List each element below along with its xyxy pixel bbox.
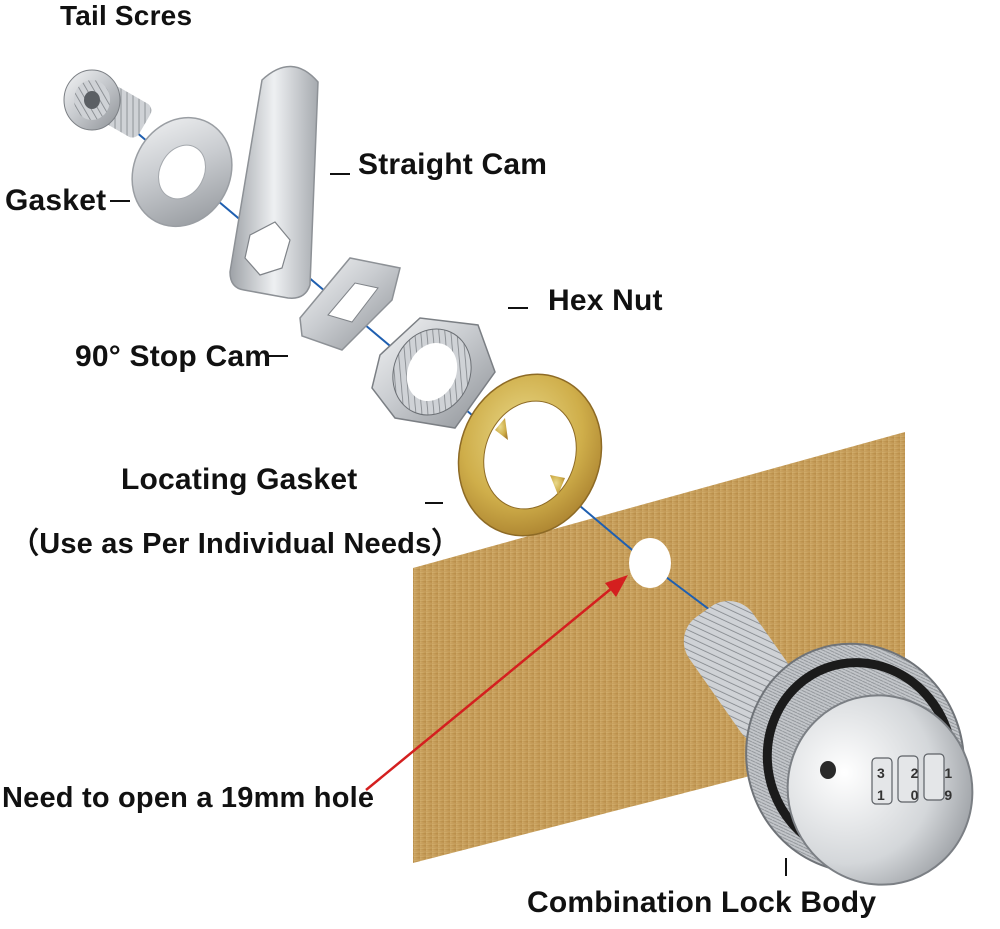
tail-screws-label: Tail Scres [60,0,192,32]
gasket-label: Gasket [5,184,106,218]
hex-nut-leader [508,307,528,309]
lock-body-leader [785,858,787,876]
straight-cam-label: Straight Cam [358,148,547,182]
locating-gasket-leader [425,502,443,504]
dial-top-digits: 3 2 1 [877,765,963,781]
hex-nut-label: Hex Nut [548,284,663,318]
tail-screw-part [64,70,154,140]
straight-cam-part [230,66,318,298]
dial-front-digits: 1 0 9 [877,787,963,803]
gasket-leader [110,200,130,202]
lock-body-label: Combination Lock Body [527,886,876,920]
mounting-hole [629,538,671,588]
hole-note-label: Need to open a 19mm hole [2,782,374,815]
straight-cam-leader [330,173,350,175]
stop-cam-label: 90° Stop Cam [75,340,271,374]
stop-cam-part [300,258,400,350]
locating-gasket-note: （Use as Per Individual Needs） [10,520,461,562]
locating-gasket-label: Locating Gasket [121,463,357,497]
